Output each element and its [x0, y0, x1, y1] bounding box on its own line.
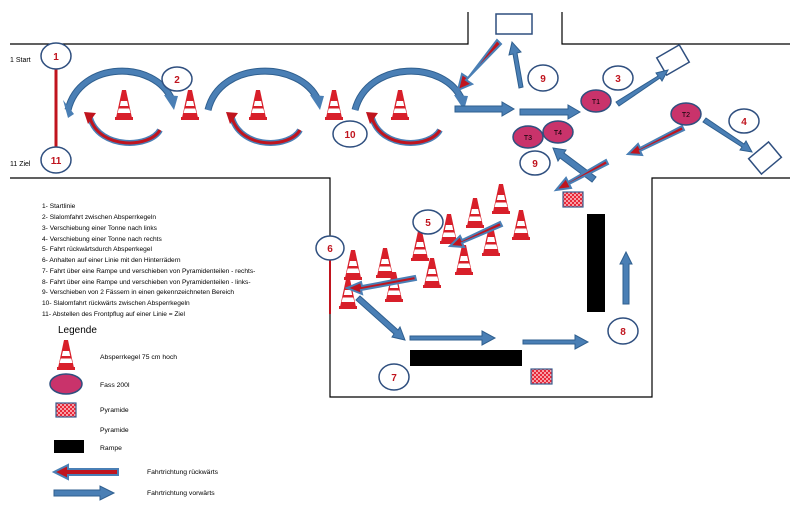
- target-zone-right-top: [655, 43, 691, 77]
- station-1: 1: [40, 42, 72, 70]
- svg-text:8: 8: [620, 327, 626, 338]
- station-9-upper: 9: [527, 64, 559, 92]
- svg-text:6: 6: [327, 244, 333, 255]
- svg-text:9: 9: [532, 159, 538, 170]
- task-item: 7- Fahrt über eine Rampe und verschieben…: [42, 268, 255, 275]
- course-boundary: [10, 12, 790, 398]
- legend-pyramid-icon: [55, 402, 77, 418]
- task-item: 11- Abstellen des Frontpflug auf einer L…: [42, 311, 186, 318]
- legend-barrel-label: Fass 200l: [100, 382, 130, 389]
- task-item: 2- Slalomfahrt zwischen Absperrkegeln: [42, 214, 156, 221]
- start-label: 1 Start: [10, 57, 31, 64]
- backward-arrows: [344, 38, 686, 296]
- svg-text:1: 1: [53, 52, 59, 63]
- station-3: 3: [602, 65, 634, 91]
- task-list: 1- Startlinie 2- Slalomfahrt zwischen Ab…: [42, 203, 255, 318]
- legend-ramp-icon: [54, 440, 84, 453]
- svg-text:10: 10: [344, 130, 356, 141]
- barrel-t4-label: T4: [554, 130, 562, 137]
- svg-text:9: 9: [540, 74, 546, 85]
- target-zone-top: [495, 13, 533, 35]
- task-item: 3- Verschiebung einer Tonne nach links: [42, 225, 158, 232]
- barrels: T1 T2 T3 T4: [512, 89, 702, 149]
- station-8: 8: [607, 317, 639, 345]
- barrel-t1: [580, 89, 612, 113]
- station-6: 6: [315, 235, 345, 261]
- station-11: 11: [40, 146, 72, 174]
- ramp-horizontal: [410, 350, 522, 366]
- slalom-arrows: [63, 67, 468, 146]
- barrel-t2: [670, 102, 702, 126]
- legend-arrow-back-label: Fahrtrichtung rückwärts: [147, 469, 219, 476]
- task-item: 10- Slalomfahrt rückwärts zwischen Abspe…: [42, 300, 190, 307]
- svg-text:4: 4: [741, 117, 747, 128]
- reverse-cones: [339, 184, 530, 309]
- legend-arrow-back-icon: [51, 463, 119, 481]
- barrel-t4: [542, 120, 574, 144]
- legend-arrow-forward-icon: [53, 485, 116, 501]
- task-item: 1- Startlinie: [42, 203, 76, 210]
- pyramid-top: [562, 191, 584, 208]
- svg-text:7: 7: [391, 373, 397, 384]
- barrel-t3-label: T3: [524, 135, 532, 142]
- pyramid-bottom: [530, 368, 553, 385]
- legend-pyramid-label: Pyramide: [100, 407, 129, 414]
- station-5: 5: [412, 209, 444, 235]
- task-item: 8- Fahrt über eine Rampe und verschieben…: [42, 279, 251, 286]
- station-2: 2: [161, 66, 193, 92]
- barrel-t1-label: T1: [592, 99, 600, 106]
- svg-text:5: 5: [425, 218, 431, 229]
- task-item: 9- Verschieben von 2 Fässern in einen ge…: [42, 289, 234, 296]
- legend-title: Legende: [58, 325, 97, 336]
- legend-cone-icon: [57, 340, 75, 370]
- legend: Legende Absperrkegel 75 cm hoch Fass 200…: [49, 325, 219, 501]
- target-zone-right-bottom: [747, 140, 783, 176]
- legend-cone-label: Absperrkegel 75 cm hoch: [100, 354, 177, 361]
- finish-label: 11 Ziel: [10, 161, 31, 168]
- legend-ramp-label: Rampe: [100, 445, 122, 452]
- svg-text:11: 11: [51, 156, 62, 167]
- legend-pyramid-label-2: Pyramide: [100, 427, 129, 434]
- legend-arrow-forward-label: Fahrtrichtung vorwärts: [147, 490, 215, 497]
- barrel-t2-label: T2: [682, 112, 690, 119]
- task-item: 5- Fahrt rückwärtsdurch Absperrkegel: [42, 246, 152, 253]
- barrel-t3: [512, 125, 544, 149]
- station-4: 4: [728, 108, 760, 134]
- forward-arrows: [355, 40, 753, 350]
- task-item: 6- Anhalten auf einer Linie mit den Hint…: [42, 257, 181, 264]
- task-item: 4- Verschiebung einer Tonne nach rechts: [42, 236, 162, 243]
- station-markers: 1 2 3 4 5 6 7 8 9 9 10 11: [40, 42, 760, 391]
- station-9-lower: 9: [519, 150, 551, 176]
- station-7: 7: [378, 363, 410, 391]
- legend-barrel-icon: [49, 373, 83, 395]
- ramp-vertical: [587, 214, 605, 312]
- station-10: 10: [332, 120, 368, 148]
- svg-text:3: 3: [615, 74, 621, 85]
- svg-text:2: 2: [174, 75, 180, 86]
